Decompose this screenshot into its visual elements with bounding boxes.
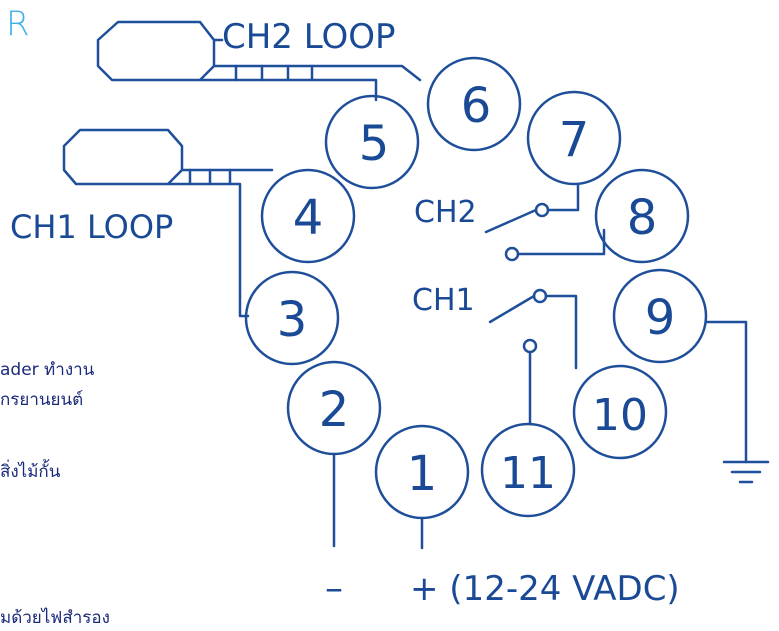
terminal-number-11: 11 (500, 448, 556, 499)
ch2-loop-wire-to-5 (198, 78, 378, 102)
ch2-wire-to-8 (516, 228, 606, 256)
ground-wire (704, 320, 748, 464)
side-text-line-1: ader ทำงาน (0, 360, 95, 380)
terminal-number-2: 2 (319, 382, 350, 438)
ch2-relay-label: CH2 (414, 195, 477, 230)
terminal-circle-6 (426, 56, 522, 152)
ch2-wire-to-7 (546, 182, 580, 212)
terminal-number-9: 9 (645, 290, 676, 346)
ch1-relay-label: CH1 (412, 283, 475, 318)
terminal-number-6: 6 (461, 78, 492, 134)
ch1-contact-top (532, 288, 548, 304)
ch2-switch-arm (484, 208, 538, 234)
supply-label: + (12-24 VADC) (410, 569, 680, 609)
ch1-contact-bottom (522, 338, 538, 354)
side-text-line-3: สิ่งไม้กั้น (0, 462, 61, 482)
ch2-loop-coil (96, 20, 216, 82)
terminal-circle-7 (526, 90, 622, 186)
ch2-loop-label: CH2 LOOP (222, 17, 396, 57)
terminal-circle-9 (612, 268, 708, 364)
terminal-number-4: 4 (293, 190, 324, 246)
terminal-circle-11 (480, 422, 576, 518)
ch2-loop-wire-bottom (212, 64, 422, 82)
side-text-line-2: ักรยานยนต์ (0, 390, 84, 410)
terminal-circle-10 (572, 364, 668, 460)
terminal-number-5: 5 (359, 116, 390, 172)
terminal-circle-3 (244, 270, 340, 366)
ch1-loop-wire-to-3 (166, 182, 250, 318)
terminal-number-7: 7 (559, 112, 590, 168)
minus-label: – (325, 568, 343, 609)
terminal-circle-5 (324, 94, 420, 190)
ch1-wire-to-10 (544, 294, 578, 370)
terminal-number-1: 1 (407, 446, 438, 502)
side-text-line-4: มด้วยไฟสำรอง (0, 608, 110, 628)
terminal-number-3: 3 (277, 292, 308, 348)
corner-letter: R (6, 4, 30, 44)
terminal-number-10: 10 (592, 390, 648, 441)
terminal-circle-4 (260, 168, 356, 264)
ch2-contact-top (534, 202, 550, 218)
ch1-loop-label: CH1 LOOP (10, 208, 173, 246)
terminal-circle-8 (594, 168, 690, 264)
ch1-loop-coil (62, 128, 184, 186)
ch1-switch-arm (488, 294, 536, 324)
ch2-contact-bottom (504, 246, 520, 262)
terminal-number-8: 8 (627, 190, 658, 246)
